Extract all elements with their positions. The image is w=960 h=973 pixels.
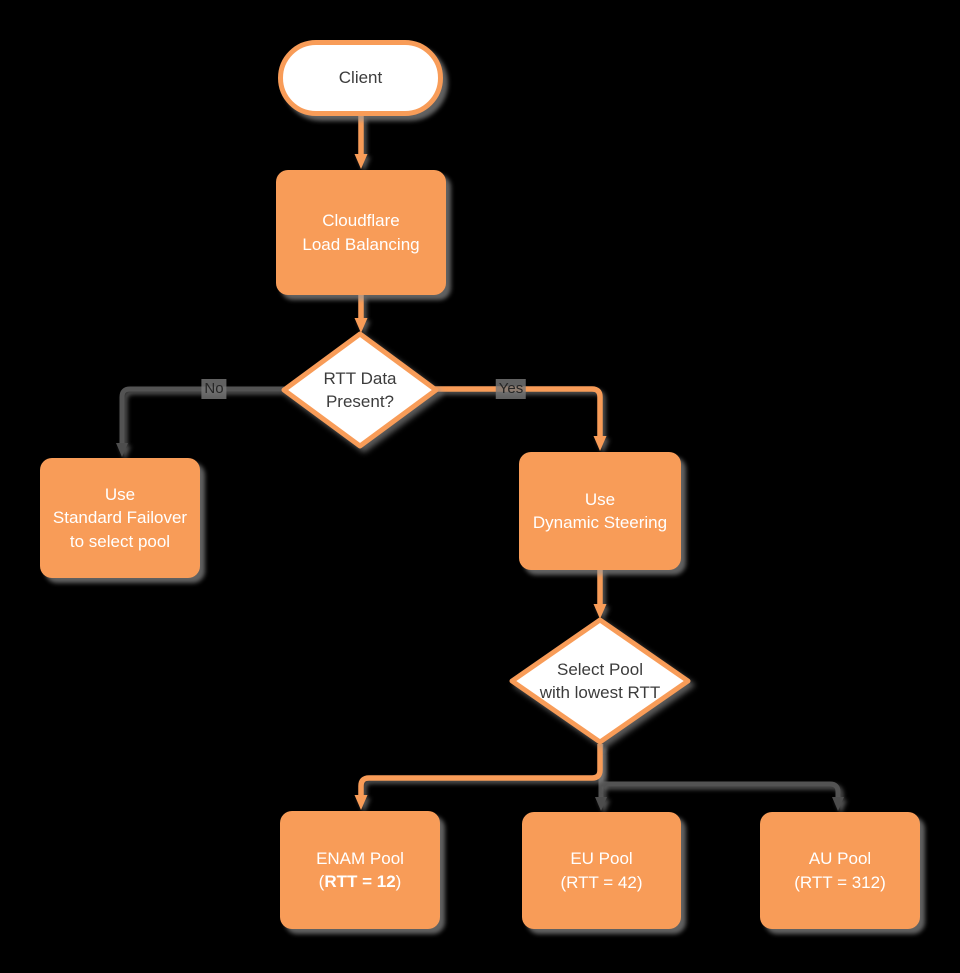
eu-pool-name: EU Pool [570,849,633,869]
arrowhead-rtt-decision [354,318,368,333]
enam-pool-rtt: (RTT = 12) [318,872,402,891]
edge-rtt-no-to-failover [119,386,287,443]
arrowhead-pool-decision [593,604,607,619]
node-eu-pool: EU Pool (RTT = 42) [522,812,681,929]
arrowhead-au [832,797,844,811]
node-standard-failover: Use Standard Failover to select pool [40,458,200,578]
enam-pool-name: ENAM Pool [316,848,404,868]
edge-pooldecision-to-au [601,781,841,797]
arrowhead-steering [593,436,607,451]
edge-label-yes: Yes [495,379,527,399]
node-dynamic-steering: Use Dynamic Steering [519,452,681,570]
arrowhead-eu [595,797,607,811]
node-rtt-data-present: RTT Data Present? [280,330,440,450]
pool-decision-label: Select Pool with lowest RTT [539,659,661,702]
arrowhead-enam [354,795,368,810]
node-enam-pool: ENAM Pool (RTT = 12) [280,811,440,929]
au-pool-name: AU Pool [808,849,872,869]
eu-pool-rtt: (RTT = 42) [560,872,643,892]
au-pool-rtt: (RTT = 312) [794,872,886,892]
node-select-pool-lowest-rtt: Select Pool with lowest RTT [508,616,692,746]
diamond-shape [281,331,439,449]
edge-rtt-yes-to-steering [435,386,603,437]
arrowhead-failover [116,443,128,457]
node-client: Client [278,40,443,116]
node-cloudflare-load-balancing: Cloudflare Load Balancing [276,170,446,295]
node-au-pool: AU Pool (RTT = 312) [760,812,920,929]
edge-pooldecision-to-enam [358,744,603,795]
rtt-decision-label: RTT Data Present? [323,368,397,411]
arrowhead-loadbalancer [354,154,368,169]
diamond-shape [509,617,691,745]
edge-label-no: No [201,379,227,399]
